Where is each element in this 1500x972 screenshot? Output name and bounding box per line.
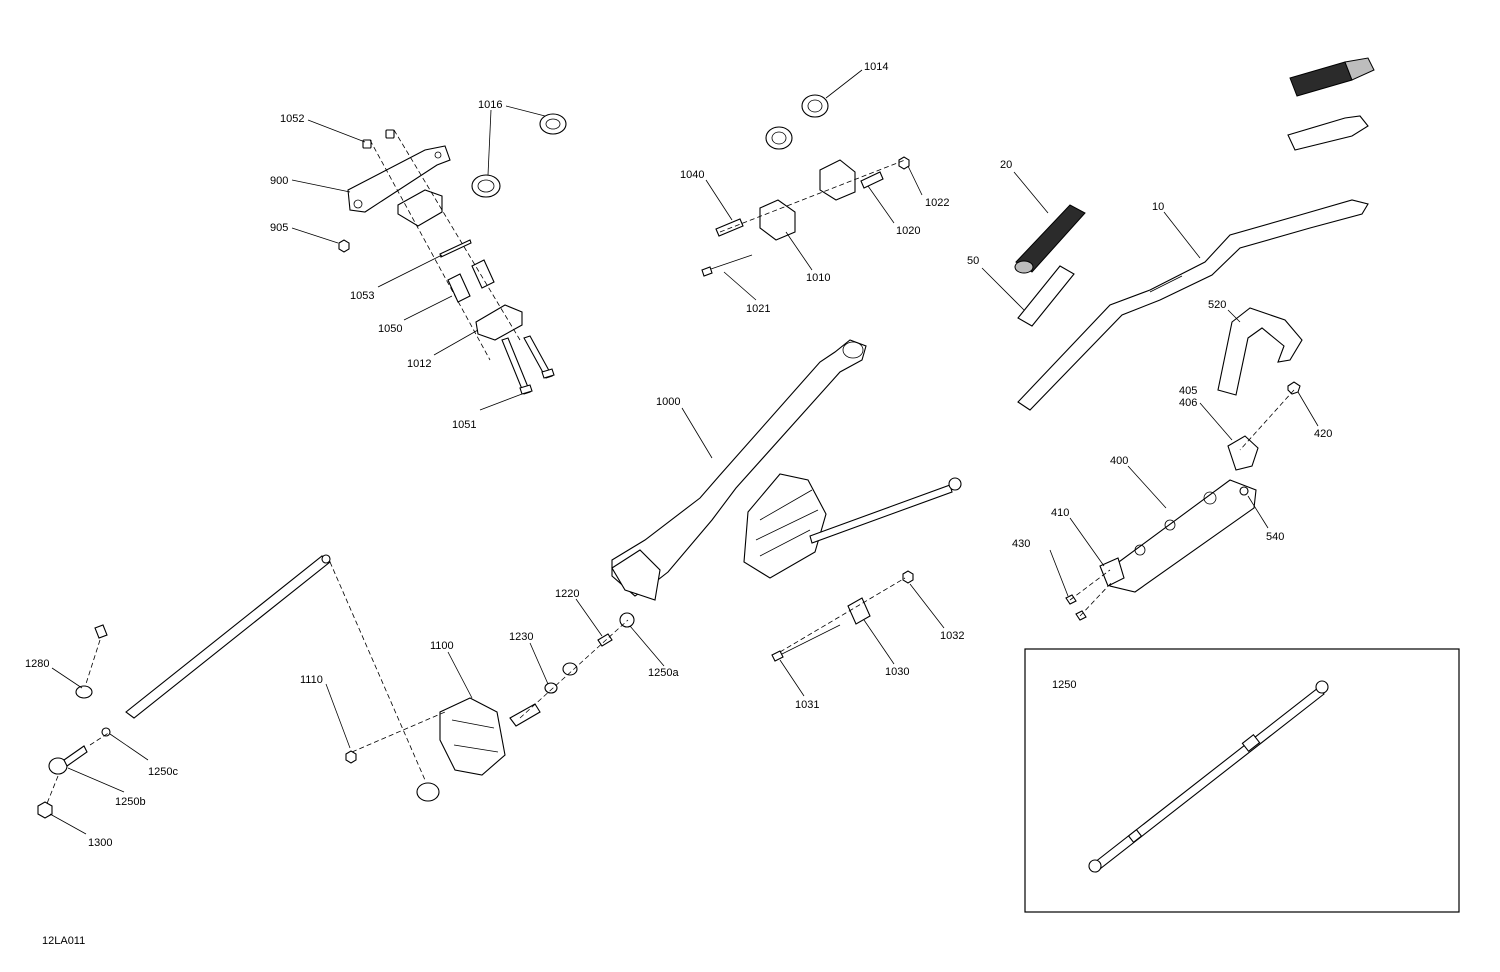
callout-540: 540 bbox=[1266, 531, 1284, 543]
callout-1250b: 1250b bbox=[115, 796, 146, 808]
callout-405: 405 bbox=[1179, 385, 1197, 397]
callout-1000: 1000 bbox=[656, 396, 680, 408]
long-shaft-group bbox=[37, 554, 426, 819]
column-bushing-group bbox=[701, 94, 910, 277]
callout-410: 410 bbox=[1051, 507, 1069, 519]
steering-column-group bbox=[416, 339, 962, 802]
callout-420: 420 bbox=[1314, 428, 1332, 440]
callout-430: 430 bbox=[1012, 538, 1030, 550]
callout-406: 406 bbox=[1179, 397, 1197, 409]
inset-box bbox=[1024, 648, 1460, 913]
callout-1300: 1300 bbox=[88, 837, 112, 849]
callout-1050: 1050 bbox=[378, 323, 402, 335]
callout-1021: 1021 bbox=[746, 303, 770, 315]
inset-label: 1250 bbox=[1052, 679, 1076, 691]
leader-lines bbox=[49, 69, 1319, 835]
callout-900: 900 bbox=[270, 175, 288, 187]
callout-1100: 1100 bbox=[430, 640, 454, 652]
callout-1040: 1040 bbox=[680, 169, 704, 181]
callout-10: 10 bbox=[1152, 201, 1164, 213]
callout-1012: 1012 bbox=[407, 358, 431, 370]
callout-905: 905 bbox=[270, 222, 288, 234]
callout-1250c: 1250c bbox=[148, 766, 178, 778]
callout-1016: 1016 bbox=[478, 99, 502, 111]
callout-1010: 1010 bbox=[806, 272, 830, 284]
callout-1053: 1053 bbox=[350, 290, 374, 302]
linkage-hardware-group bbox=[345, 612, 635, 764]
callout-1052: 1052 bbox=[280, 113, 304, 125]
callout-1280: 1280 bbox=[25, 658, 49, 670]
callout-1051: 1051 bbox=[452, 419, 476, 431]
callout-1220: 1220 bbox=[555, 588, 579, 600]
callout-labels: 1052 1016 900 905 1053 1050 1012 1051 10… bbox=[25, 61, 1332, 947]
diagram-id: 12LA011 bbox=[42, 935, 85, 947]
lower-spacer-group bbox=[771, 570, 914, 662]
callout-1032: 1032 bbox=[940, 630, 964, 642]
callout-1230: 1230 bbox=[509, 631, 533, 643]
callout-1022: 1022 bbox=[925, 197, 949, 209]
callout-1030: 1030 bbox=[885, 666, 909, 678]
callout-1031: 1031 bbox=[795, 699, 819, 711]
callout-520: 520 bbox=[1208, 299, 1226, 311]
callout-50: 50 bbox=[967, 255, 979, 267]
callout-1110: 1110 bbox=[300, 674, 323, 686]
handlebar-group bbox=[1014, 57, 1375, 411]
upper-clamp-group bbox=[338, 113, 567, 395]
callout-1020: 1020 bbox=[896, 225, 920, 237]
callout-1250a: 1250a bbox=[648, 667, 679, 679]
callout-20: 20 bbox=[1000, 159, 1012, 171]
callout-400: 400 bbox=[1110, 455, 1128, 467]
callout-1014: 1014 bbox=[864, 61, 888, 73]
steering-mount-group bbox=[1065, 381, 1301, 621]
